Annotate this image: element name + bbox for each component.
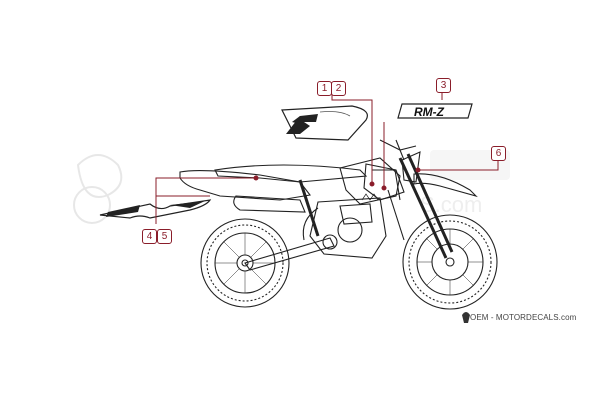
swingarm (244, 237, 335, 271)
callout-6: 6 (491, 146, 506, 161)
callout-5: 5 (157, 229, 172, 244)
engine (309, 193, 387, 259)
watermark-logo-icon (462, 312, 470, 323)
seat (214, 164, 368, 183)
tank-shroud (339, 157, 401, 205)
background-watermark: S.com (73, 150, 510, 224)
rear-fender (179, 170, 311, 201)
side-number-plate-decal (99, 199, 212, 219)
rmz-logo-text: RM-Z (414, 105, 445, 119)
callout-4: 4 (142, 229, 157, 244)
watermark-text: OEM - MOTORDECALS.com (470, 313, 577, 322)
front-forks (398, 157, 448, 259)
callout-1: 1 (317, 81, 332, 96)
front-fender (413, 173, 478, 198)
callout-3: 3 (436, 78, 451, 93)
leader-lines (155, 92, 499, 224)
exhaust (233, 195, 306, 213)
shroud-decal (281, 105, 368, 141)
callout-2: 2 (331, 81, 346, 96)
wheel-spokes (215, 229, 483, 295)
dirt-bike-illustration (179, 139, 498, 310)
rmz-logo-decal: RM-Z (397, 103, 473, 119)
